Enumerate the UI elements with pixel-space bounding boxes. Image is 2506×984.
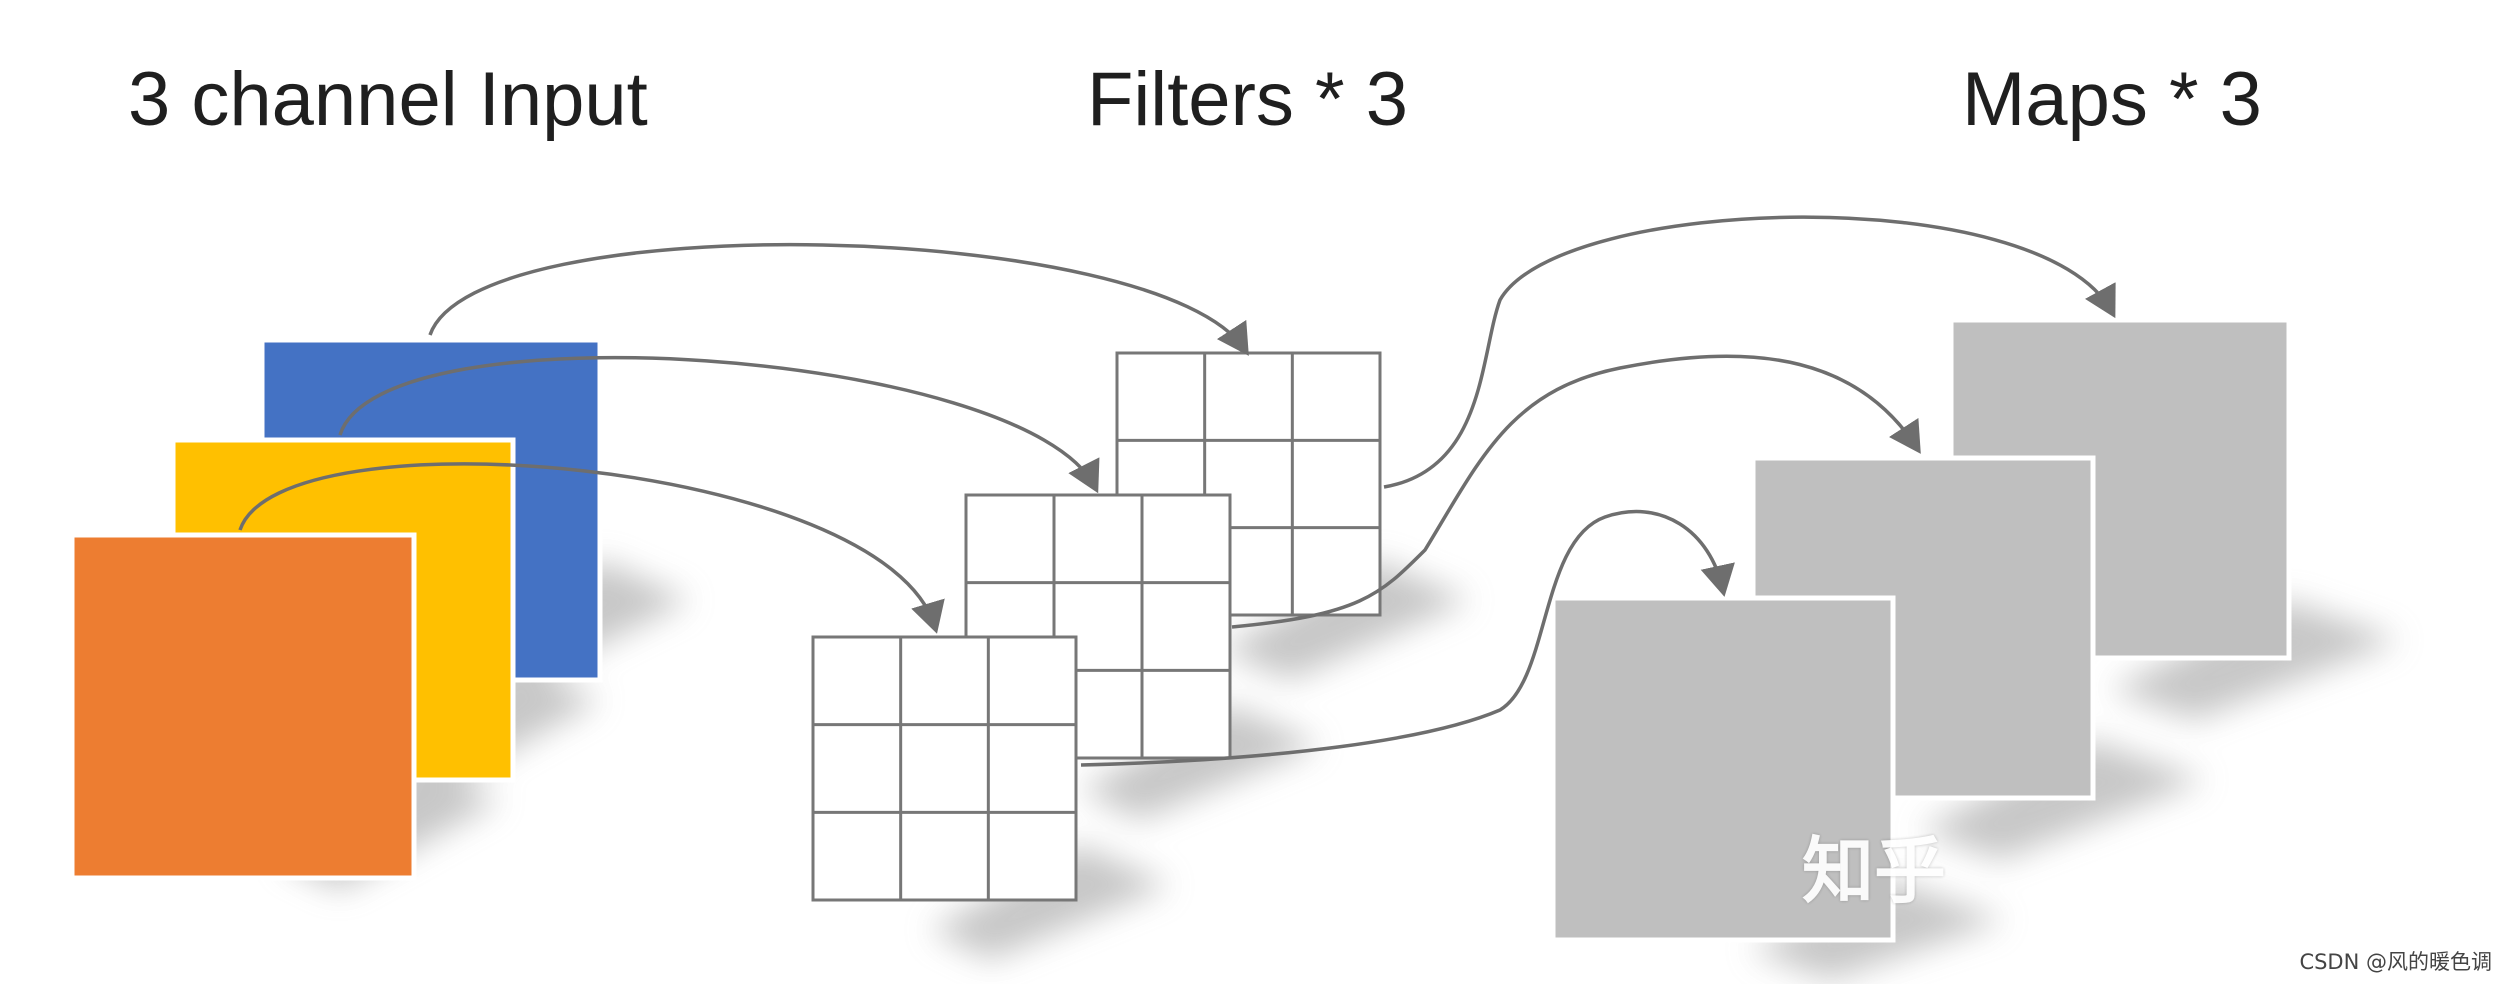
arrow — [338, 355, 1100, 494]
filter-grid — [811, 635, 1078, 902]
filters — [811, 351, 1382, 902]
filter-background — [811, 635, 1078, 902]
filters-title: Filters * 3 — [1087, 57, 1408, 142]
arrows-filter-to-map — [1080, 215, 2116, 767]
arrow — [238, 462, 945, 634]
arrow — [1080, 509, 1735, 767]
arrows-input-to-filter — [238, 242, 1249, 634]
maps-title: Maps * 3 — [1962, 57, 2262, 142]
arrow — [1383, 215, 2116, 489]
input-channel-orange — [69, 532, 417, 881]
input-channels — [69, 337, 603, 881]
credit-text: CSDN @风的暖色调 — [2299, 950, 2492, 974]
arrow — [1231, 354, 1921, 629]
feature-map — [1550, 595, 1896, 943]
feature-maps — [1550, 317, 2292, 943]
watermark: 知乎 — [1802, 829, 1947, 913]
input-title: 3 channel Input — [128, 57, 648, 142]
arrow — [428, 242, 1249, 356]
